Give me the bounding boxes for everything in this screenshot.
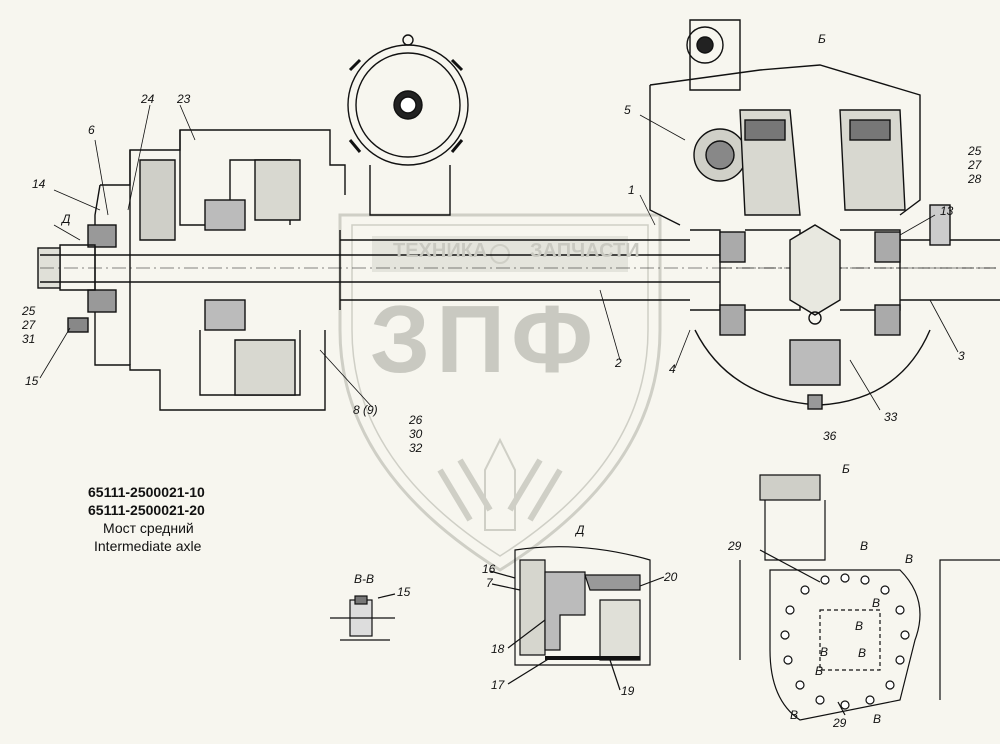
callout-8-9: 8 (9) — [353, 403, 378, 417]
callout-36: 36 — [823, 429, 837, 443]
arrow-v-9: В — [873, 712, 882, 726]
arrow-v-4: В — [855, 619, 864, 633]
part-number-2: 65111-2500021-20 — [88, 502, 205, 518]
watermark-shield — [338, 213, 662, 572]
callout-5: 5 — [624, 103, 631, 117]
callout-6: 6 — [88, 123, 95, 137]
callout-13: 13 — [940, 204, 954, 218]
differential-housing — [649, 19, 951, 410]
callout-29-bottom: 29 — [833, 716, 847, 730]
callout-18: 18 — [491, 642, 505, 656]
callout-14: 14 — [32, 177, 46, 191]
callout-31: 31 — [22, 332, 36, 346]
watermark-right-text: ЗАПЧАСТИ — [530, 240, 640, 262]
leader-lines — [39, 104, 959, 411]
callout-16: 16 — [482, 562, 496, 576]
callout-33: 33 — [884, 410, 898, 424]
callout-24: 24 — [141, 92, 155, 106]
view-title-b-b: В-В — [354, 572, 375, 586]
brake-chamber — [347, 34, 469, 216]
callout-1: 1 — [628, 183, 635, 197]
arrow-v-3: В — [872, 596, 881, 610]
callout-26: 26 — [409, 413, 423, 427]
view-title-d: Д — [576, 523, 585, 537]
callout-4: 4 — [669, 362, 676, 376]
callout-15-main: 15 — [25, 374, 39, 388]
callout-29-top: 29 — [728, 539, 742, 553]
name-ru: Мост средний — [103, 520, 194, 536]
watermark-left-text: ТЕХНИКА — [393, 240, 488, 262]
callout-3: 3 — [958, 349, 965, 363]
detail-d — [489, 546, 665, 691]
section-mark-b-top: Б — [818, 32, 826, 46]
arrow-v-1: В — [860, 539, 869, 553]
part-number-1: 65111-2500021-10 — [88, 484, 205, 500]
left-hub-assembly — [37, 129, 346, 411]
callout-25-left: 25 — [22, 304, 36, 318]
callout-25-right: 25 — [968, 144, 982, 158]
watermark-logo: ЗПФ — [370, 286, 600, 393]
callout-19: 19 — [621, 684, 635, 698]
callout-27-right: 27 — [968, 158, 982, 172]
arrow-v-6: В — [858, 646, 867, 660]
callout-28: 28 — [968, 172, 982, 186]
view-title-b: Б — [842, 462, 850, 476]
callout-7: 7 — [486, 576, 493, 590]
callout-27-left: 27 — [22, 318, 36, 332]
section-b-b — [330, 593, 396, 641]
callout-32: 32 — [409, 441, 423, 455]
view-b — [739, 474, 1000, 721]
arrow-v-7: В — [815, 664, 824, 678]
arrow-v-8: В — [790, 708, 799, 722]
section-mark-d: Д — [62, 212, 71, 226]
callout-20: 20 — [664, 570, 678, 584]
callout-2: 2 — [615, 356, 622, 370]
callout-15-section: 15 — [397, 585, 411, 599]
name-en: Intermediate axle — [94, 538, 202, 554]
callout-17: 17 — [491, 678, 505, 692]
callout-30: 30 — [409, 427, 423, 441]
arrow-v-5: В — [820, 645, 829, 659]
arrow-v-2: В — [905, 552, 914, 566]
callout-23: 23 — [177, 92, 191, 106]
